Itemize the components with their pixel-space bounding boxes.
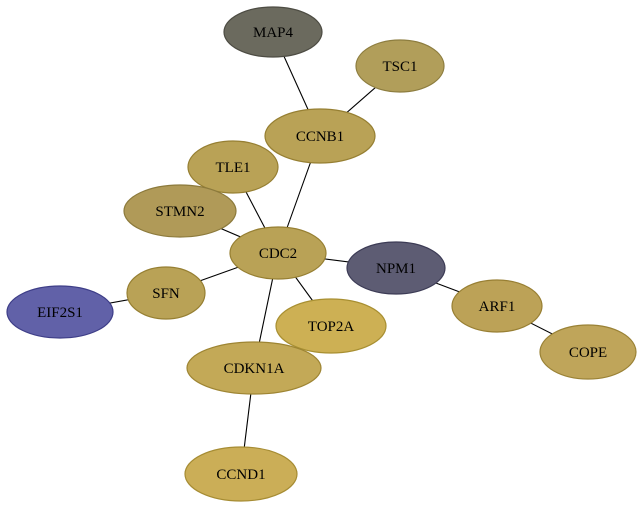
node-label: CDKN1A bbox=[224, 361, 285, 377]
node-ellipse bbox=[229, 226, 327, 280]
node-sfn[interactable]: SFN bbox=[126, 266, 206, 320]
node-label: ARF1 bbox=[479, 299, 516, 315]
node-map4[interactable]: MAP4 bbox=[223, 6, 323, 58]
node-top2a[interactable]: TOP2A bbox=[275, 298, 387, 354]
node-label: TOP2A bbox=[308, 319, 355, 335]
node-arf1[interactable]: ARF1 bbox=[451, 279, 543, 333]
node-ellipse bbox=[264, 108, 376, 164]
node-label: CDC2 bbox=[259, 246, 297, 262]
node-npm1[interactable]: NPM1 bbox=[346, 241, 446, 295]
node-ellipse bbox=[451, 279, 543, 333]
node-stmn2[interactable]: STMN2 bbox=[123, 184, 237, 238]
node-cdc2[interactable]: CDC2 bbox=[229, 226, 327, 280]
node-ccnb1[interactable]: CCNB1 bbox=[264, 108, 376, 164]
node-cope[interactable]: COPE bbox=[539, 324, 637, 380]
node-label: TLE1 bbox=[216, 160, 251, 176]
node-eif2s1[interactable]: EIF2S1 bbox=[6, 285, 114, 339]
node-ellipse bbox=[184, 446, 298, 502]
node-cdkn1a[interactable]: CDKN1A bbox=[186, 341, 322, 395]
node-ellipse bbox=[223, 6, 323, 58]
node-label: MAP4 bbox=[253, 25, 294, 41]
node-label: SFN bbox=[152, 286, 180, 302]
node-ellipse bbox=[126, 266, 206, 320]
node-ellipse bbox=[346, 241, 446, 295]
node-ccnd1[interactable]: CCND1 bbox=[184, 446, 298, 502]
node-label: CCNB1 bbox=[296, 129, 344, 145]
node-label: COPE bbox=[569, 345, 607, 361]
node-ellipse bbox=[6, 285, 114, 339]
node-label: TSC1 bbox=[382, 59, 417, 75]
node-tsc1[interactable]: TSC1 bbox=[355, 39, 445, 93]
node-ellipse bbox=[355, 39, 445, 93]
node-ellipse bbox=[275, 298, 387, 354]
node-label: STMN2 bbox=[155, 204, 204, 220]
node-ellipse bbox=[123, 184, 237, 238]
node-ellipse bbox=[186, 341, 322, 395]
node-label: NPM1 bbox=[376, 261, 416, 277]
node-label: EIF2S1 bbox=[37, 305, 83, 321]
node-ellipse bbox=[187, 140, 279, 194]
node-tle1[interactable]: TLE1 bbox=[187, 140, 279, 194]
node-ellipse bbox=[539, 324, 637, 380]
node-label: CCND1 bbox=[216, 467, 265, 483]
